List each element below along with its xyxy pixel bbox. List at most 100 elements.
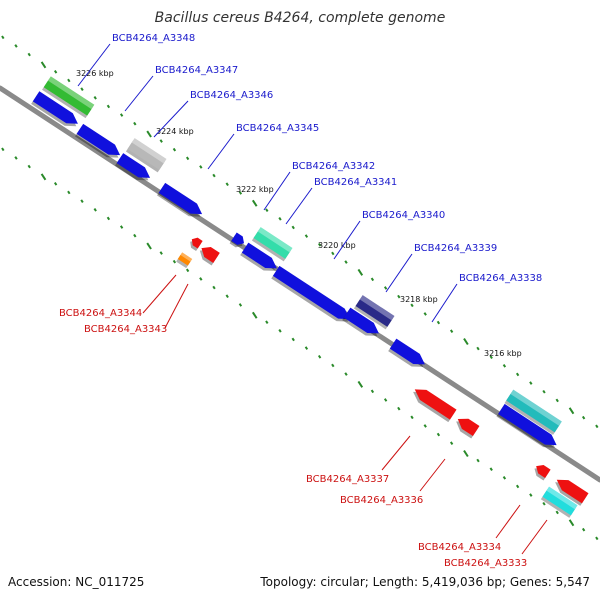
gene-arrow-a3340[interactable] [271,265,353,327]
gene-label-a3336[interactable]: BCB4264_A3336 [340,495,423,506]
gene-arrow-a3333[interactable] [552,475,589,506]
scale-tick [146,242,152,250]
gene-label-a3333[interactable]: BCB4264_A3333 [444,558,527,569]
gene-label-a3338[interactable]: BCB4264_A3338 [459,273,542,284]
gene-label-a3337[interactable]: BCB4264_A3337 [306,474,389,485]
gene-arrow-a3337[interactable] [410,384,457,423]
gene-label-a3334[interactable]: BCB4264_A3334 [418,542,501,553]
navy-feature[interactable] [353,295,395,330]
teal-feature-body [253,227,293,259]
gene-arrow-a3336[interactable] [453,414,480,439]
scale-tick [212,173,216,178]
scale-tick [436,320,441,325]
feature-layer [31,76,589,518]
scale-tick [225,182,229,187]
scale-label-3216: 3216 kbp [484,349,522,358]
scale-tick [119,225,124,229]
gene-label-a3344[interactable]: BCB4264_A3344 [59,308,142,319]
scale-tick [40,173,47,181]
gene-arrow-a3345[interactable] [156,182,205,222]
scale-tick [423,312,427,316]
gene-arrow-a3342-body [231,232,245,245]
leader-line [164,283,189,329]
gene-arrow-a3348[interactable] [31,91,81,131]
scale-tick [185,156,190,161]
gene-arrow-a3340-body [272,265,350,320]
scale-tick [436,432,441,437]
scale-tick [449,441,454,446]
gene-label-a3347[interactable]: BCB4264_A3347 [155,65,238,76]
scale-tick [317,242,322,247]
green-feature-gloss [47,76,95,110]
scale-label-3218: 3218 kbp [400,295,438,304]
scale-tick [278,329,282,333]
scale-tick [595,424,599,429]
orange-feature[interactable] [176,252,193,269]
cyan-feature-upper-body [506,389,562,433]
scale-tick [568,519,575,527]
gene-arrow-a3344[interactable] [197,243,220,266]
green-feature[interactable] [42,76,95,119]
gene-arrow-a3342[interactable] [229,232,247,250]
gene-label-a3343[interactable]: BCB4264_A3343 [84,324,167,335]
gene-label-a3348[interactable]: BCB4264_A3348 [112,33,195,44]
gene-arrow-a3341-body [241,242,277,269]
gray-feature[interactable] [125,138,167,173]
gene-label-a3340[interactable]: BCB4264_A3340 [362,210,445,221]
gene-arrow-a3338[interactable] [388,338,428,372]
scale-tick [529,381,533,385]
gene-label-a3346[interactable]: BCB4264_A3346 [190,90,273,101]
gene-arrow-a3347-body [76,123,121,156]
scale-tick [357,380,364,388]
gray-feature-gloss [131,138,167,164]
map-title: Bacillus cereus B4264, complete genome [155,10,446,26]
teal-feature[interactable] [251,227,293,262]
leader-line [207,133,235,170]
gene-label-a3339[interactable]: BCB4264_A3339 [414,243,497,254]
scale-tick [238,303,243,307]
scale-tick [185,268,190,273]
gene-arrow-a3334[interactable] [532,462,551,481]
scale-tick [423,424,427,428]
scale-tick [265,320,269,324]
scale-tick [27,164,31,169]
scale-tick [489,355,493,359]
gene-arrow-a3343[interactable] [188,235,203,252]
scale-tick [529,493,533,497]
gene-arrow-a3341[interactable] [240,242,280,276]
scale-tick [449,329,454,334]
gene-arrow-a3343-body [191,237,203,249]
scale-tick [595,536,599,541]
cyan-feature-lower[interactable] [540,486,578,518]
orange-feature-gloss [180,252,193,262]
cyan-feature-upper[interactable] [504,389,562,435]
scale-tick [133,233,137,238]
gene-arrow-a3339[interactable] [342,307,382,341]
leader-line [333,220,361,260]
scale-tick [146,130,152,138]
leader-line [495,504,521,539]
navy-feature-gloss [359,295,395,321]
leader-line [431,283,458,323]
gene-label-a3345[interactable]: BCB4264_A3345 [236,123,319,134]
gene-label-a3341[interactable]: BCB4264_A3341 [314,177,397,188]
gene-arrow-a3346[interactable] [115,153,153,185]
scale-tick [172,147,177,152]
gene-arrow-a3333-body [556,479,589,504]
leader-line [285,187,313,225]
leader-line [263,171,291,211]
gene-label-a3342[interactable]: BCB4264_A3342 [292,161,375,172]
scale-label-3220: 3220 kbp [318,241,356,250]
gene-arrow-a3347[interactable] [74,123,123,163]
scale-tick [555,510,559,515]
topology-summary: Topology: circular; Length: 5,419,036 bp… [259,575,590,589]
scale-tick [53,70,58,74]
scale-tick [212,285,216,290]
scale-tick [331,363,335,368]
gene-arrow-a3338-continuation[interactable] [496,403,559,453]
leader-line [153,100,189,138]
scale-tick [463,450,469,458]
scale-tick [199,165,203,169]
scale-tick [344,260,348,264]
